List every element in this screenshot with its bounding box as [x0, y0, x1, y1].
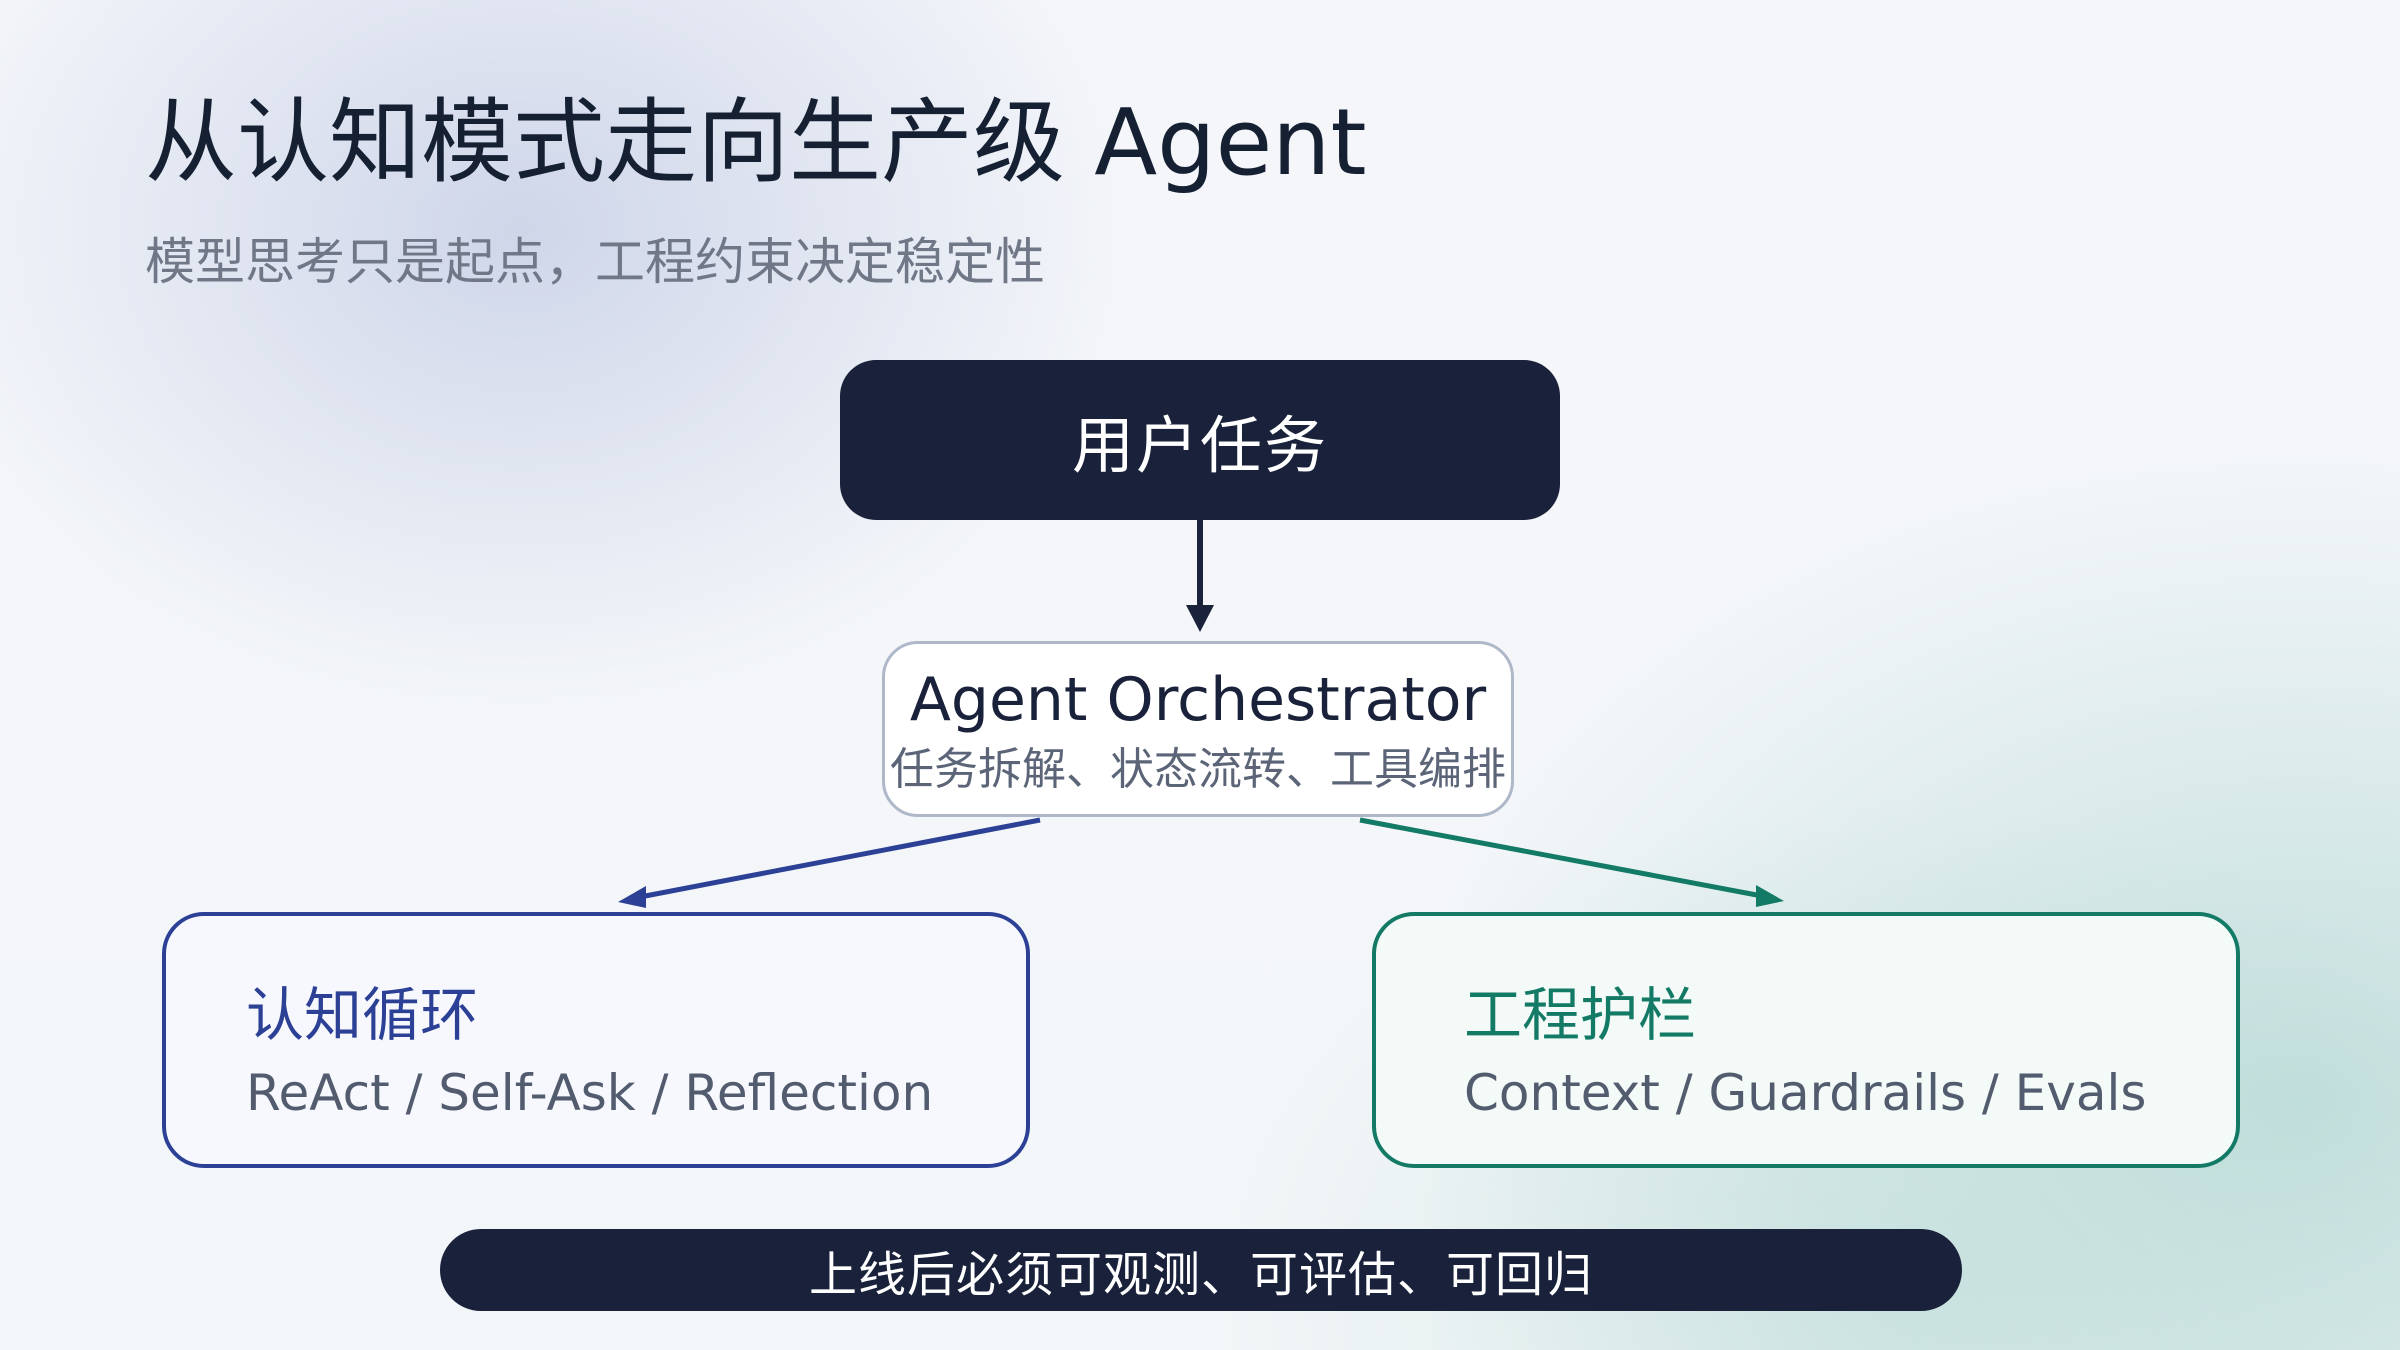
engineering-guardrails-items: Context / Guardrails / Evals — [1464, 1064, 2147, 1122]
orchestrator-node: Agent Orchestrator 任务拆解、状态流转、工具编排 — [882, 641, 1514, 817]
user-task-node: 用户任务 — [840, 360, 1560, 520]
slide-title: 从认知模式走向生产级 Agent — [145, 89, 1367, 196]
orchestrator-title: Agent Orchestrator — [909, 665, 1487, 735]
footer-banner: 上线后必须可观测、可评估、可回归 — [440, 1229, 1962, 1311]
slide-subtitle: 模型思考只是起点，工程约束决定稳定性 — [145, 233, 1045, 291]
arrow-user-to-orchestrator — [1186, 520, 1214, 632]
engineering-guardrails-title: 工程护栏 — [1464, 981, 1697, 1049]
arrow-orchestrator-to-guardrails — [1359, 817, 1784, 907]
cognitive-loop-items: ReAct / Self-Ask / Reflection — [246, 1064, 934, 1122]
engineering-guardrails-panel: 工程护栏 Context / Guardrails / Evals — [1372, 912, 2240, 1168]
orchestrator-subtitle: 任务拆解、状态流转、工具编排 — [890, 744, 1506, 795]
cognitive-loop-title: 认知循环 — [246, 981, 479, 1049]
cognitive-loop-panel: 认知循环 ReAct / Self-Ask / Reflection — [162, 912, 1030, 1168]
arrow-orchestrator-to-cognitive — [618, 817, 1041, 908]
